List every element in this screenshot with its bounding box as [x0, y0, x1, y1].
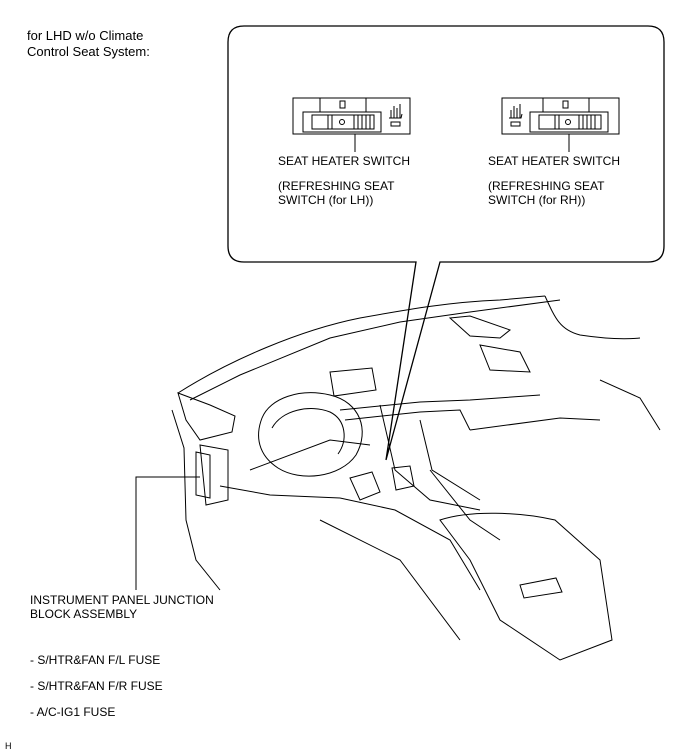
corner-mark: H: [5, 741, 12, 751]
refreshing-seat-icon: [509, 104, 523, 119]
left-switch-drawing: [292, 97, 411, 152]
right-switch-drawing: [501, 97, 620, 152]
seat-heater-icon: [389, 104, 403, 119]
right-switch-note: (REFRESHING SEAT SWITCH (for RH)): [488, 179, 605, 207]
junction-leader: [135, 476, 200, 590]
junction-block-label: INSTRUMENT PANEL JUNCTION BLOCK ASSEMBLY: [30, 593, 214, 621]
diagram-title: for LHD w/o Climate Control Seat System:: [27, 28, 150, 59]
fuse-item: - A/C-IG1 FUSE: [30, 705, 116, 719]
right-switch-name: SEAT HEATER SWITCH: [488, 154, 621, 168]
left-switch-name: SEAT HEATER SWITCH: [278, 154, 411, 168]
callout-box: [227, 25, 665, 461]
left-switch-note: (REFRESHING SEAT SWITCH (for LH)): [278, 179, 395, 207]
fuse-item: - S/HTR&FAN F/L FUSE: [30, 653, 161, 667]
dashboard-drawing: [171, 295, 661, 661]
fuse-item: - S/HTR&FAN F/R FUSE: [30, 679, 163, 693]
